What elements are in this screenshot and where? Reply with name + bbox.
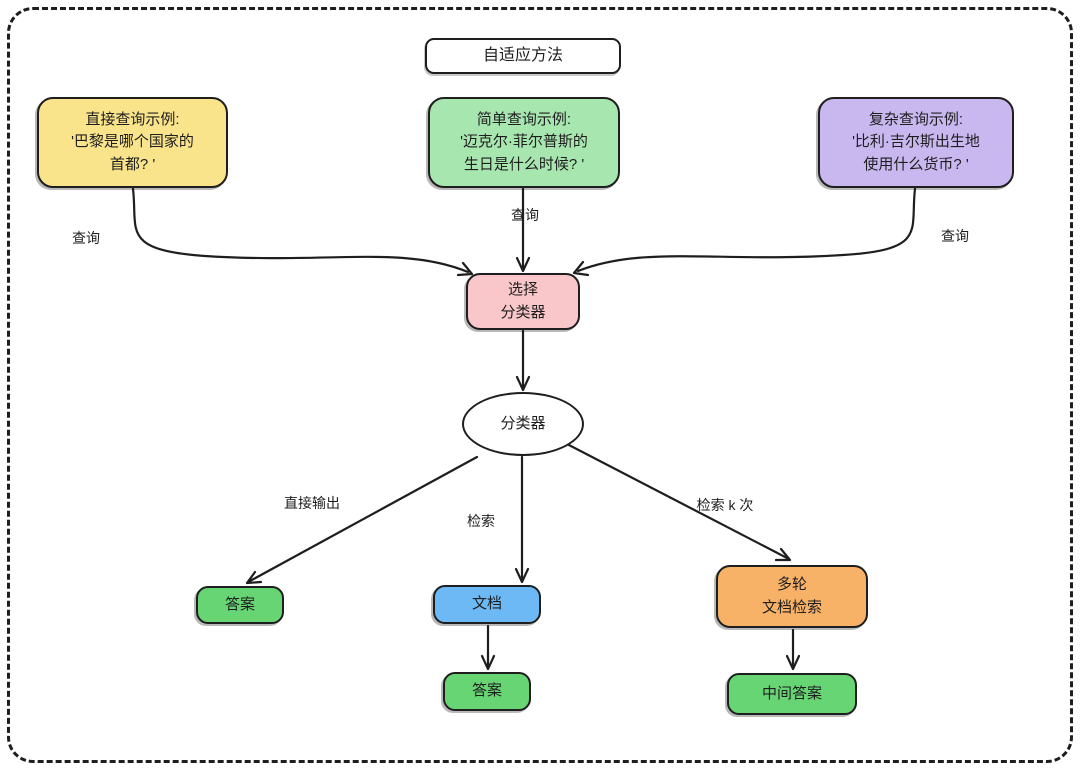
node-multi-round-retrieval: 多轮 文档检索 (716, 565, 868, 628)
edge-label-retrieve-k-times: 检索 k 次 (696, 497, 754, 513)
connector-complex-to-select (572, 187, 917, 277)
connector-classifier-to-multi-round (565, 442, 792, 562)
node-answer-direct: 答案 (196, 586, 284, 624)
edge-label-query-left: 查询 (72, 230, 100, 246)
title-label: 自适应方法 (482, 47, 563, 64)
edge-label-retrieve: 检索 (467, 513, 495, 529)
edge-label-direct-output: 直接输出 (284, 495, 340, 511)
document-label: 文档 (471, 595, 502, 613)
classifier-label: 分类器 (500, 414, 546, 432)
dashed-frame (7, 7, 1073, 763)
node-direct-query-example: 直接查询示例: '巴黎是哪个国家的 首都? ' (37, 97, 228, 188)
intermediate-answer-label: 中间答案 (761, 684, 822, 702)
connector-classifier-to-answer-direct (245, 455, 479, 585)
direct-query-example-label: 直接查询示例: '巴黎是哪个国家的 首都? ' (71, 110, 194, 173)
answer-single-label: 答案 (471, 682, 502, 700)
edge-label-query-right: 查询 (941, 228, 969, 244)
complex-query-example-label: 复杂查询示例: '比利·吉尔斯出生地 使用什么货币? ' (852, 110, 980, 173)
edge-label-query-middle: 查询 (511, 207, 539, 223)
node-document: 文档 (433, 585, 541, 624)
connector-select-to-classifier (515, 329, 531, 392)
connector-multi-round-to-intermediate (785, 628, 801, 671)
node-simple-query-example: 简单查询示例: '迈克尔·菲尔普斯的 生日是什么时候? ' (428, 97, 620, 188)
node-select-classifier: 选择 分类器 (466, 273, 580, 330)
connector-document-to-answer (480, 624, 496, 671)
node-intermediate-answer: 中间答案 (727, 673, 857, 715)
multi-round-retrieval-label: 多轮 文档检索 (761, 576, 822, 616)
node-classifier-ellipse: 分类器 (462, 392, 584, 456)
connector-direct-to-select (131, 187, 474, 277)
connector-classifier-to-document (514, 455, 530, 584)
node-complex-query-example: 复杂查询示例: '比利·吉尔斯出生地 使用什么货币? ' (818, 97, 1014, 188)
node-answer-single: 答案 (443, 672, 531, 711)
answer-direct-label: 答案 (224, 595, 255, 613)
node-title: 自适应方法 (425, 38, 621, 74)
simple-query-example-label: 简单查询示例: '迈克尔·菲尔普斯的 生日是什么时候? ' (460, 110, 588, 173)
connector-simple-to-select (515, 187, 531, 273)
select-classifier-label: 选择 分类器 (500, 281, 546, 321)
